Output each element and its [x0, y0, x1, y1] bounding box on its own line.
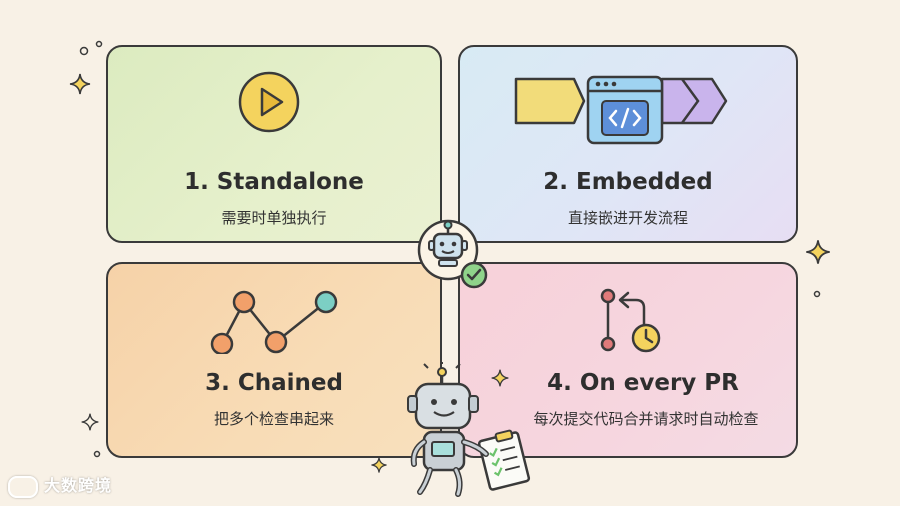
embedded-card: 2. Embedded 直接嵌进开发流程 — [458, 45, 798, 243]
dot-icon — [92, 444, 102, 463]
chained-card: 3. Chained 把多个检查串起来 — [106, 262, 442, 458]
standalone-card: 1. Standalone 需要时单独执行 — [106, 45, 442, 243]
play-icon — [236, 69, 302, 139]
robot-clipboard-icon — [398, 360, 538, 506]
card-title: 2. Embedded — [543, 169, 713, 195]
watermark-text: 大数跨境 — [44, 476, 113, 495]
card-subtitle: 需要时单独执行 — [221, 209, 327, 227]
dot-icon — [812, 284, 822, 303]
card-title: 4. On every PR — [547, 370, 739, 396]
sparkle-icon — [80, 412, 100, 436]
dot-icon — [78, 42, 90, 61]
card-subtitle: 每次提交代码合并请求时自动检查 — [533, 410, 759, 428]
pull-request-clock-icon — [594, 286, 674, 360]
sparkle-icon — [804, 238, 832, 270]
chained-nodes-icon — [204, 284, 344, 358]
card-title: 3. Chained — [205, 370, 343, 396]
dot-icon — [94, 34, 104, 53]
robot-check-icon — [410, 212, 492, 298]
card-subtitle: 把多个检查串起来 — [213, 410, 334, 428]
on-every-pr-card: 4. On every PR 每次提交代码合并请求时自动检查 — [458, 262, 798, 458]
card-title: 1. Standalone — [184, 169, 364, 195]
code-window-pipeline-icon — [512, 69, 742, 153]
sparkle-icon — [490, 368, 510, 392]
card-subtitle: 直接嵌进开发流程 — [567, 209, 688, 227]
sparkle-icon — [68, 72, 92, 100]
watermark-icon — [8, 475, 38, 498]
sparkle-icon — [370, 456, 388, 478]
watermark-logo: 大数跨境 — [8, 472, 112, 498]
